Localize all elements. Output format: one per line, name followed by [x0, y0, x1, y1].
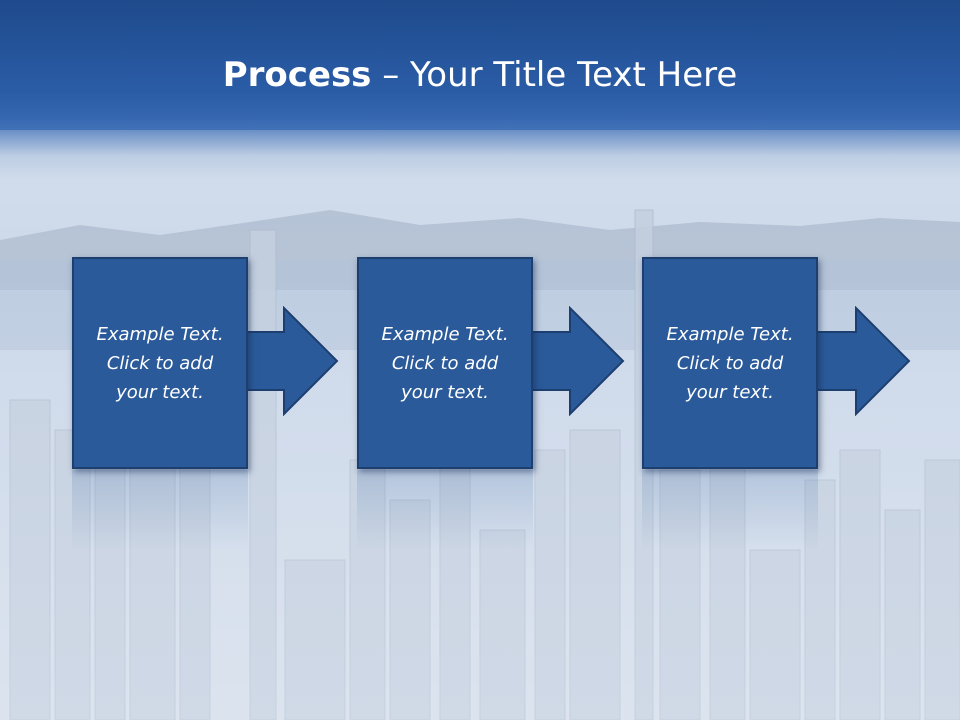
title-bar-fade — [0, 120, 960, 180]
step-2-box[interactable]: Example Text. Click to add your text. — [357, 257, 533, 469]
slide-title[interactable]: Process – Your Title Text Here — [0, 50, 960, 100]
step-2-reflection — [357, 470, 533, 550]
step-2-arrow[interactable] — [526, 306, 626, 416]
step-1-text[interactable]: Example Text. Click to add your text. — [96, 323, 224, 403]
step-1-reflection — [72, 470, 248, 550]
step-3-box[interactable]: Example Text. Click to add your text. — [642, 257, 818, 469]
step-2-text[interactable]: Example Text. Click to add your text. — [381, 323, 509, 403]
step-3-text[interactable]: Example Text. Click to add your text. — [666, 323, 794, 403]
step-3-reflection — [642, 470, 818, 550]
title-rest-text: – Your Title Text Here — [371, 55, 738, 95]
title-bold-text: Process — [222, 55, 372, 95]
step-1-box[interactable]: Example Text. Click to add your text. — [72, 257, 248, 469]
step-3-arrow[interactable] — [812, 306, 912, 416]
title-bar — [0, 0, 960, 130]
step-1-arrow[interactable] — [240, 306, 340, 416]
